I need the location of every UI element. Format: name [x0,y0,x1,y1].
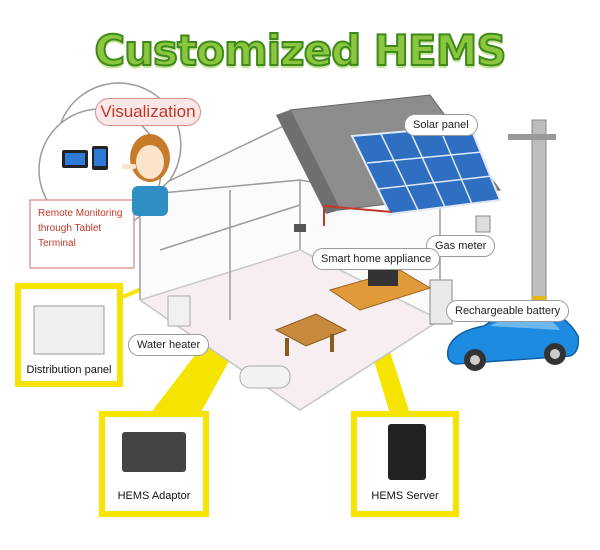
rechargeable-battery-label: Rechargeable battery [446,300,570,322]
water-heater-label: Water heater [128,334,210,356]
smart-home-appliance-label: Smart home appliance [312,248,441,270]
dining-table [274,313,348,356]
solar-grid [366,128,493,211]
hems-server-label: HEMS Server [371,490,439,502]
water-heater-unit [167,295,191,327]
note-bubble [29,199,135,269]
remote-monitoring-note: Remote Monitoring through Tablet Termina… [38,208,123,249]
roof-eave [276,110,340,214]
hems-adaptor-device [122,432,186,472]
hems-adaptor-label: HEMS Adaptor [117,490,191,502]
hems-server-box [351,411,459,517]
solar-panel-label: Solar panel [404,114,478,136]
page-title: Customized HEMS [93,25,507,76]
gas-meter-unit [475,215,491,233]
gas-meter-label: Gas meter [426,235,496,257]
pole-crossbar [508,134,556,140]
visualization-heading: Visualization [95,98,201,126]
tablet-icons [62,146,108,170]
woman-illustration [122,134,170,216]
hems-server-device [388,424,426,480]
home-gateway [294,224,306,232]
bathtub [239,365,291,389]
distribution-panel-device [33,305,105,355]
solar-cable [323,204,393,226]
distribution-panel-label: Distribution panel [26,364,112,376]
